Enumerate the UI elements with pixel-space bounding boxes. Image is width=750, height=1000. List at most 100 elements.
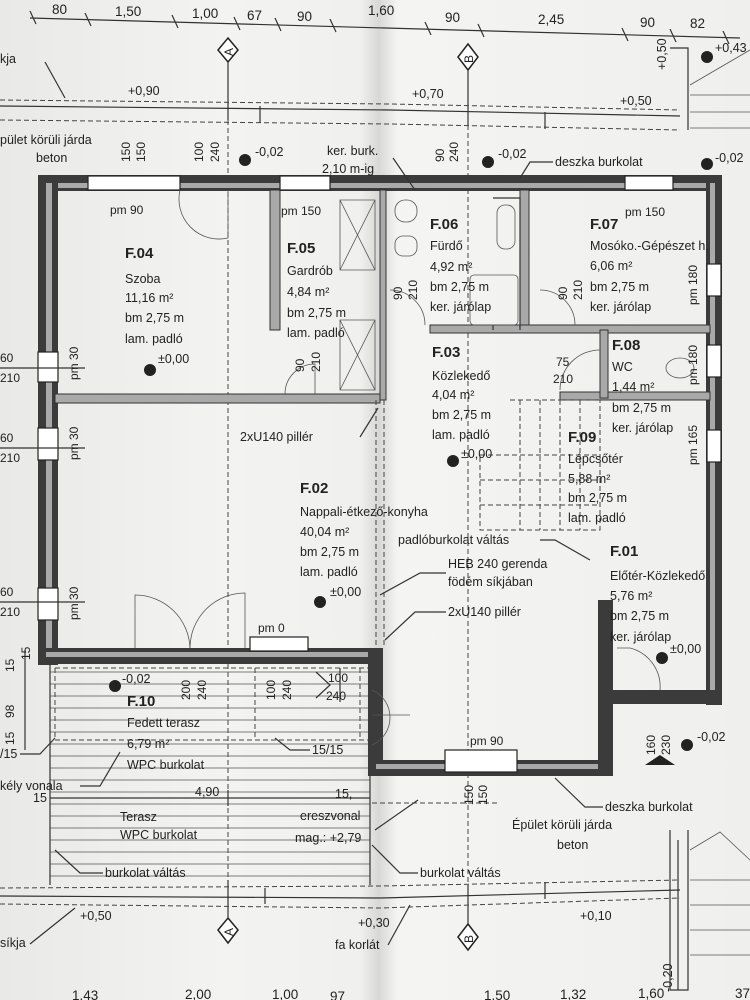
plan-label: /15 xyxy=(0,747,17,761)
plan-label: B xyxy=(462,935,476,943)
plan-label: 90 xyxy=(293,358,307,372)
plan-label: bm 2,75 m xyxy=(287,306,346,320)
plan-label: 15 xyxy=(3,731,17,745)
plan-label: Fedett terasz xyxy=(127,716,200,730)
plan-label: 1,00 xyxy=(272,987,298,1000)
plan-label: F.04 xyxy=(125,245,154,262)
plan-label: WC xyxy=(612,360,633,374)
plan-label: 1,60 xyxy=(638,986,664,1000)
plan-label: 60 xyxy=(0,585,14,599)
plan-label: Közlekedő xyxy=(432,369,490,383)
plan-label: lam. padló xyxy=(568,511,626,525)
plan-label: 150 xyxy=(119,142,133,162)
plan-label: 210 xyxy=(0,371,20,385)
interior-walls xyxy=(54,189,711,648)
plan-label: 160 xyxy=(644,735,658,755)
plan-label: Lépcsőtér xyxy=(568,452,623,466)
plan-label: 210 xyxy=(571,280,585,300)
plan-label: 97 xyxy=(330,989,345,1000)
plan-label: Gardrób xyxy=(287,264,333,278)
room-f08: F.08 WC 1,44 m² bm 2,75 m ker. járólap xyxy=(612,337,673,435)
plan-label: F.01 xyxy=(610,543,638,560)
plan-label: bm 2,75 m xyxy=(432,408,491,422)
plan-label: 6,06 m² xyxy=(590,259,632,273)
room-f06: F.06 Fürdő 4,92 m² bm 2,75 m ker. járóla… xyxy=(430,216,491,314)
plan-label: ±0,00 xyxy=(461,447,492,461)
plan-label: ker. járólap xyxy=(590,300,651,314)
plan-label: Szoba xyxy=(125,272,160,286)
plan-label: 4,92 m² xyxy=(430,260,472,274)
plan-label: 150 xyxy=(134,142,148,162)
door-swings xyxy=(134,189,661,746)
plan-label: 15/15 xyxy=(312,743,343,757)
plan-label: padlóburkolat váltás xyxy=(398,533,509,547)
dim-top: 90 xyxy=(640,15,655,30)
plan-label: 75 xyxy=(556,355,570,369)
plan-label: 240 xyxy=(208,142,222,162)
dim-top: 80 xyxy=(52,2,67,17)
plan-label: 1,43 xyxy=(72,988,98,1000)
room-f09: F.09 Lépcsőtér 5,88 m² bm 2,75 m lam. pa… xyxy=(568,429,627,525)
plan-label: +0,50 xyxy=(620,94,652,108)
plan-label: síkja xyxy=(0,936,26,950)
plan-label: 60 xyxy=(0,431,14,445)
plan-label: A xyxy=(222,48,236,56)
opening-dimensions: pm 90 pm 150 pm 150 pm 0 pm 90 60 210 60… xyxy=(0,142,700,805)
plan-label: pm 165 xyxy=(686,425,700,465)
axis-marker-b-bottom: B xyxy=(457,885,479,952)
plan-label: bm 2,75 m xyxy=(430,280,489,294)
plan-label: födém síkjában xyxy=(448,575,533,589)
plan-label: 1,44 m² xyxy=(612,380,654,394)
plan-label: 240 xyxy=(326,689,346,703)
axis-marker-b-top: B xyxy=(457,42,479,125)
plan-label: 98 xyxy=(3,704,17,718)
plan-label: pm 30 xyxy=(67,586,81,620)
plan-label: ±0,00 xyxy=(158,352,189,366)
top-dimension-chain: 80 1,50 1,00 67 90 1,60 90 2,45 90 82 xyxy=(29,2,741,45)
annotations: kja pület körüli járda beton ker. burk. … xyxy=(0,52,693,952)
plan-label: 11,16 m² xyxy=(125,291,173,305)
plan-label: Terasz xyxy=(120,810,157,824)
plan-label: pm 90 xyxy=(110,203,144,217)
plan-label: ereszvonal xyxy=(300,809,360,823)
plan-label: F.06 xyxy=(430,216,458,233)
plan-label: beton xyxy=(36,151,67,165)
plan-label: mag.: +2,79 xyxy=(295,831,361,845)
plan-label: ±0,00 xyxy=(670,642,701,656)
plan-label: 2xU140 pillér xyxy=(448,605,521,619)
plan-label: burkolat váltás xyxy=(105,866,186,880)
plan-label: 6,79 m² xyxy=(127,737,169,751)
plan-label: fa korlát xyxy=(335,938,380,952)
plan-label: pm 30 xyxy=(67,346,81,380)
plan-label: 240 xyxy=(195,680,209,700)
room-f03: F.03 Közlekedő 4,04 m² bm 2,75 m lam. pa… xyxy=(432,344,492,461)
plan-label: B xyxy=(462,55,476,63)
plan-label: F.05 xyxy=(287,240,315,257)
plan-label: 90 xyxy=(391,286,405,300)
room-f10: F.10 Fedett terasz 6,79 m² WPC burkolat xyxy=(127,693,205,772)
plan-label: pm 150 xyxy=(281,204,321,218)
plan-label: 2,10 m-ig xyxy=(322,162,374,176)
plan-label: 4,84 m² xyxy=(287,285,329,299)
dim-top: 1,60 xyxy=(368,3,394,18)
windows xyxy=(37,175,722,773)
plan-label: bm 2,75 m xyxy=(125,311,184,325)
plan-label: 5,76 m² xyxy=(610,589,652,603)
plan-label: bm 2,75 m xyxy=(590,280,649,294)
plan-label: F.02 xyxy=(300,480,328,497)
top-railing xyxy=(0,47,750,131)
plan-label: F.07 xyxy=(590,216,618,233)
plan-label: 15 xyxy=(3,658,17,672)
dim-top: 67 xyxy=(247,8,262,23)
plan-label: Épület körüli járda xyxy=(512,817,612,832)
plan-label: 1,32 xyxy=(560,987,586,1000)
plan-label: 210 xyxy=(309,352,323,372)
plan-label: 37 xyxy=(735,986,750,1000)
axis-marker-a-top: A xyxy=(217,36,239,120)
level-markers xyxy=(109,51,713,751)
plan-label: A xyxy=(222,928,236,936)
level-labels: +0,90 +0,70 +0,50 +0,43 +0,50 -0,02 -0,0… xyxy=(80,38,747,992)
plan-label: bm 2,75 m xyxy=(612,401,671,415)
dim-top: 2,45 xyxy=(538,12,564,27)
plan-label: HEB 240 gerenda xyxy=(448,557,547,571)
